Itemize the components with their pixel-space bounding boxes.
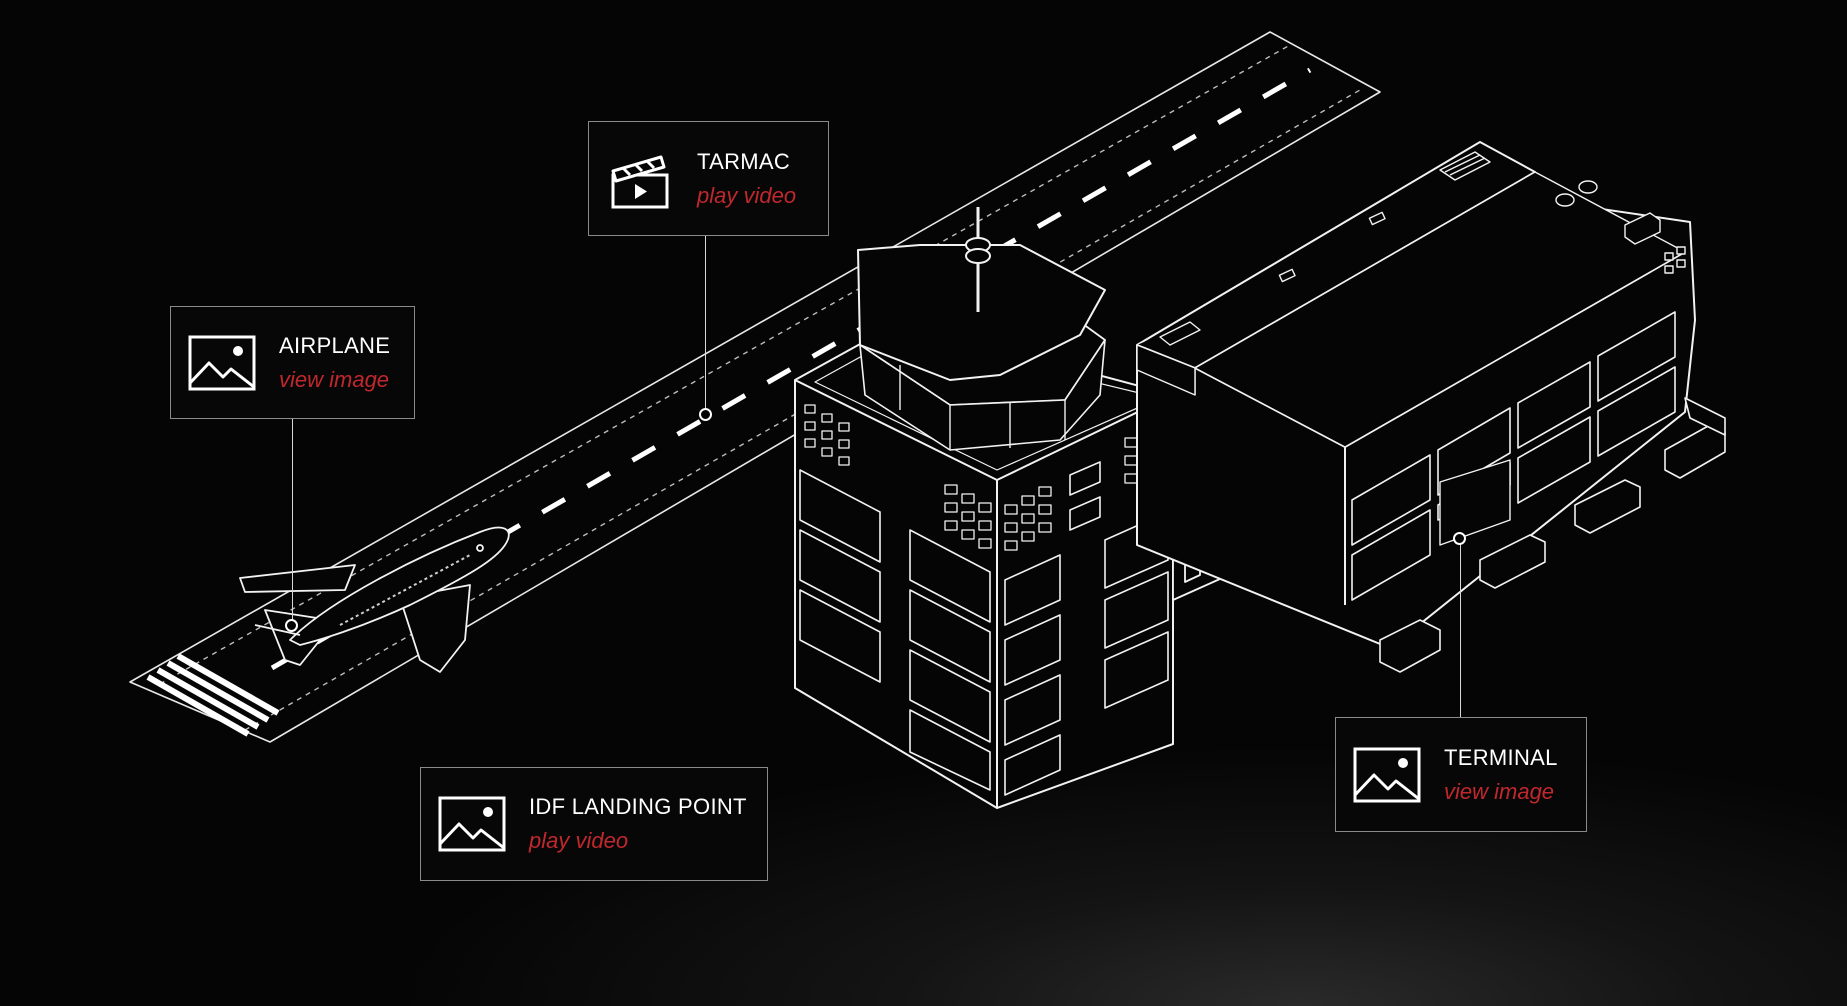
airplane-illustration bbox=[239, 526, 510, 673]
image-icon bbox=[438, 796, 506, 852]
terminal-hotspot[interactable] bbox=[1453, 532, 1466, 545]
image-icon bbox=[1353, 747, 1421, 802]
tarmac-callout-text: TARMAC play video bbox=[697, 145, 796, 213]
tarmac-hotspot[interactable] bbox=[699, 408, 712, 421]
terminal-view-image-link[interactable]: view image bbox=[1444, 778, 1555, 804]
tarmac-play-video-link[interactable]: play video bbox=[697, 182, 797, 208]
terminal-building bbox=[1136, 141, 1726, 673]
terminal-callout[interactable]: TERMINAL view image bbox=[1335, 717, 1587, 832]
tarmac-leader-line bbox=[705, 235, 706, 415]
tarmac-callout[interactable]: TARMAC play video bbox=[588, 121, 829, 236]
terminal-leader-line bbox=[1460, 540, 1461, 717]
terminal-callout-text: TERMINAL view image bbox=[1444, 741, 1558, 809]
airplane-callout-title: AIRPLANE bbox=[279, 332, 391, 358]
runway bbox=[129, 31, 1381, 743]
airplane-leader-line bbox=[292, 418, 293, 624]
idf-landing-point-callout-title: IDF LANDING POINT bbox=[529, 794, 747, 819]
runway-centerline bbox=[270, 67, 1312, 671]
airplane-view-image-link[interactable]: view image bbox=[279, 366, 390, 392]
terminal-callout-title: TERMINAL bbox=[1444, 744, 1558, 770]
control-tower bbox=[794, 207, 1174, 809]
idf-landing-point-play-video-link[interactable]: play video bbox=[529, 828, 629, 853]
airplane-callout[interactable]: AIRPLANE view image bbox=[170, 306, 415, 419]
clapperboard-icon bbox=[611, 155, 669, 208]
runway-threshold-stripes bbox=[146, 653, 280, 737]
idf-landing-point-callout[interactable]: IDF LANDING POINT play video bbox=[420, 767, 768, 881]
image-icon bbox=[188, 335, 256, 390]
airplane-callout-text: AIRPLANE view image bbox=[279, 329, 390, 397]
idf-landing-point-callout-text: IDF LANDING POINT play video bbox=[529, 790, 747, 858]
airplane-hotspot[interactable] bbox=[285, 619, 298, 632]
tarmac-callout-title: TARMAC bbox=[697, 148, 791, 174]
